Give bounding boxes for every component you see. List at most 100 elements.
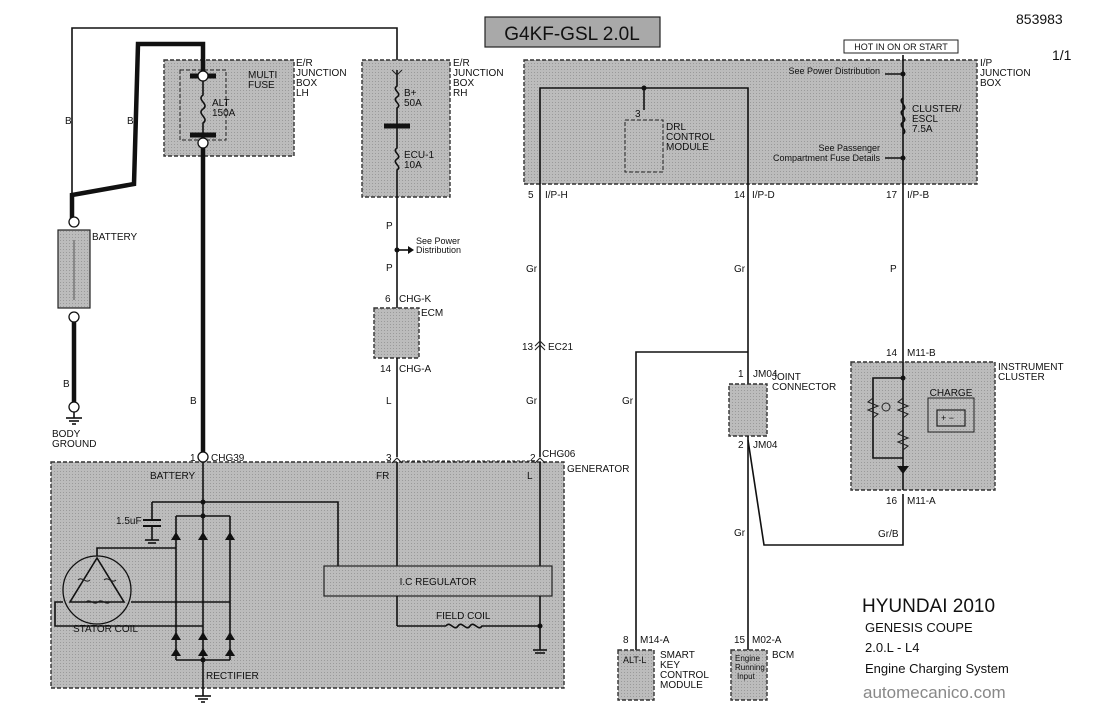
svg-text:CONNECTOR: CONNECTOR [772, 382, 836, 393]
svg-text:10A: 10A [404, 160, 422, 171]
svg-text:+ −: + − [941, 413, 954, 423]
svg-text:17: 17 [886, 190, 898, 201]
body-ground-label: BODY [52, 429, 81, 440]
svg-text:M02-A: M02-A [752, 635, 782, 646]
svg-text:INSTRUMENT: INSTRUMENT [998, 362, 1064, 373]
svg-text:Running: Running [735, 663, 765, 672]
er-junction-box-lh: E/R JUNCTION BOX LH MULTI FUSE ALT 150A [163, 58, 347, 157]
svg-text:16: 16 [886, 496, 898, 507]
svg-text:GENERATOR: GENERATOR [567, 464, 629, 475]
svg-text:Engine: Engine [735, 654, 760, 663]
svg-text:B: B [65, 116, 72, 127]
svg-text:150A: 150A [212, 108, 236, 119]
svg-text:CHARGE: CHARGE [930, 388, 973, 399]
doc-number: 853983 [1016, 11, 1063, 27]
hot-label: HOT IN ON OR START [843, 39, 959, 54]
svg-text:MODULE: MODULE [660, 680, 703, 691]
er-junction-box-rh: E/R JUNCTION BOX RH B+ 50A ECU-1 10A [361, 58, 504, 198]
svg-text:CHG06: CHG06 [542, 449, 576, 460]
joint-connector: JOINT CONNECTOR 1 JM04 2 JM04 [728, 369, 836, 451]
diagram-title: G4KF-GSL 2.0L [484, 16, 661, 48]
footer-model: GENESIS COUPE [865, 620, 973, 635]
svg-text:JM04: JM04 [753, 440, 778, 451]
svg-text:ECU-1: ECU-1 [404, 150, 434, 161]
svg-text:14: 14 [886, 348, 898, 359]
svg-text:BATTERY: BATTERY [92, 232, 138, 243]
ip-junction-box: I/P JUNCTION BOX See Power Distribution … [523, 55, 1031, 201]
svg-text:JOINT: JOINT [772, 372, 801, 383]
smart-key-module: 8 M14-A ALT-L SMART KEY CONTROL MODULE [617, 635, 709, 701]
ic-regulator [323, 565, 553, 597]
svg-text:ECM: ECM [421, 308, 443, 319]
svg-text:Distribution: Distribution [416, 245, 461, 255]
svg-text:13: 13 [522, 342, 534, 353]
alt-fuse-icon [200, 76, 206, 135]
ecu-fuse-icon [394, 126, 400, 197]
svg-text:JUNCTION: JUNCTION [296, 68, 347, 79]
svg-text:M11-B: M11-B [907, 348, 936, 359]
svg-text:2: 2 [738, 440, 744, 451]
stator-coil-icon [54, 547, 230, 627]
svg-text:Gr: Gr [622, 396, 634, 407]
field-coil-icon [445, 623, 540, 629]
svg-text:I.C REGULATOR: I.C REGULATOR [400, 577, 477, 588]
svg-text:1: 1 [738, 369, 744, 380]
battery: BATTERY [57, 216, 138, 323]
svg-text:1.5uF: 1.5uF [116, 516, 142, 527]
svg-text:MULTI: MULTI [248, 70, 277, 81]
svg-text:P: P [890, 264, 897, 275]
svg-text:RH: RH [453, 88, 467, 99]
svg-text:G4KF-GSL 2.0L: G4KF-GSL 2.0L [504, 24, 640, 45]
footer-make: HYUNDAI 2010 [862, 596, 995, 617]
svg-text:BOX: BOX [980, 78, 1001, 89]
svg-text:8: 8 [623, 635, 629, 646]
svg-text:B+: B+ [404, 88, 417, 99]
svg-text:SMART: SMART [660, 650, 695, 661]
svg-text:MODULE: MODULE [666, 142, 709, 153]
generator: GENERATOR 1 CHG39 3 2 CHG06 BATTERY FR L… [50, 449, 629, 689]
svg-text:BOX: BOX [296, 78, 317, 89]
svg-text:50A: 50A [404, 98, 422, 109]
svg-text:See Power Distribution: See Power Distribution [788, 66, 880, 76]
page-number: 1/1 [1052, 47, 1072, 63]
ground-icon [66, 401, 82, 425]
b-plus-fuse-icon [394, 70, 400, 126]
svg-text:FR: FR [376, 471, 389, 482]
svg-text:P: P [386, 221, 393, 232]
svg-text:M14-A: M14-A [640, 635, 670, 646]
ecm: ECM 6 CHG-K 14 CHG-A [373, 294, 443, 375]
svg-text:JUNCTION: JUNCTION [453, 68, 504, 79]
svg-text:RECTIFIER: RECTIFIER [206, 671, 259, 682]
svg-text:5: 5 [528, 190, 534, 201]
svg-text:CLUSTER: CLUSTER [998, 372, 1045, 383]
svg-text:DRL: DRL [666, 122, 686, 133]
svg-text:See Passenger: See Passenger [818, 143, 880, 153]
svg-text:Gr: Gr [734, 264, 746, 275]
svg-text:JUNCTION: JUNCTION [980, 68, 1031, 79]
footer-system: Engine Charging System [865, 661, 1009, 676]
svg-text:CHG-A: CHG-A [399, 364, 432, 375]
svg-text:E/R: E/R [296, 58, 313, 69]
svg-text:3: 3 [386, 453, 392, 464]
svg-text:L: L [386, 396, 392, 407]
svg-text:1: 1 [190, 453, 196, 464]
svg-text:B: B [63, 379, 70, 390]
body-ground-label-2: GROUND [52, 439, 96, 450]
svg-text:FIELD COIL: FIELD COIL [436, 611, 491, 622]
instrument-cluster: INSTRUMENT CLUSTER 14 M11-B 16 M11-A CHA… [850, 348, 1064, 507]
svg-text:Gr: Gr [526, 396, 538, 407]
svg-text:I/P-B: I/P-B [907, 190, 930, 201]
battery-b-plus-wire [71, 27, 398, 220]
rectifier-diodes [171, 532, 235, 656]
bcm: 15 M02-A Engine Running Input BCM [730, 635, 794, 701]
svg-text:M11-A: M11-A [907, 496, 936, 507]
svg-text:BATTERY: BATTERY [150, 471, 196, 482]
svg-text:15: 15 [734, 635, 746, 646]
svg-text:B: B [127, 116, 134, 127]
svg-text:Input: Input [737, 672, 756, 681]
svg-text:CHG-K: CHG-K [399, 294, 432, 305]
svg-text:Compartment Fuse Details: Compartment Fuse Details [773, 153, 881, 163]
svg-text:LH: LH [296, 88, 309, 99]
svg-text:I/P-H: I/P-H [545, 190, 568, 201]
